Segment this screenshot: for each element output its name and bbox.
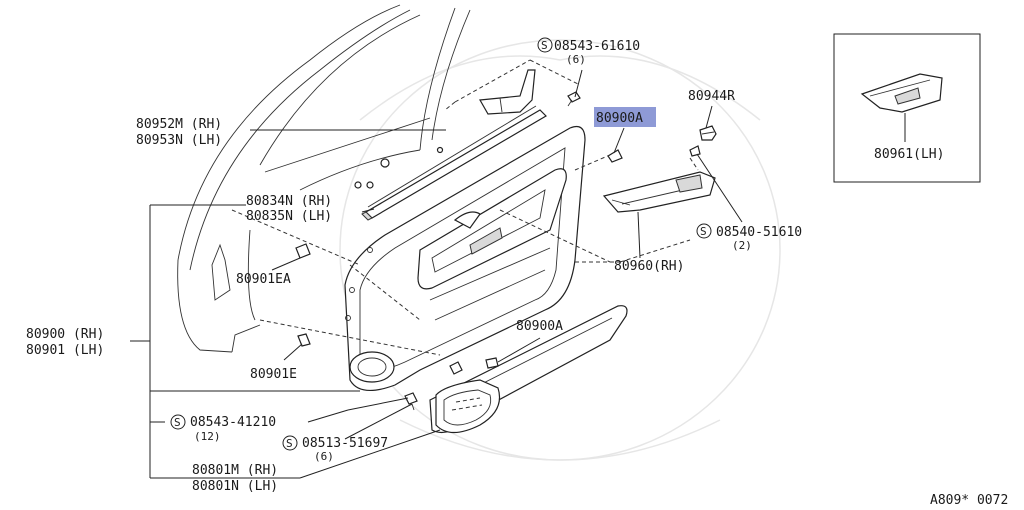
qty-08540-51610: (2) — [732, 239, 752, 252]
door-frame-outline — [177, 4, 471, 353]
screws — [404, 91, 701, 411]
upper-bracket — [444, 59, 581, 115]
watermark — [339, 39, 781, 461]
leader-lines — [130, 69, 906, 479]
label-80801m[interactable]: 80801M (RH) — [192, 463, 278, 478]
door-molding-strip — [361, 105, 547, 221]
label-80801n[interactable]: 80801N (LH) — [192, 479, 278, 494]
inset-switch-bezel-lh — [860, 73, 943, 113]
door-trim-panel — [344, 125, 586, 391]
trim-clips — [295, 243, 311, 347]
qty-08543-61610: (6) — [566, 53, 586, 66]
s-symbol-4: S — [286, 437, 293, 450]
label-08540-51610[interactable]: 08540-51610 — [716, 225, 802, 240]
s-symbol-3: S — [174, 416, 181, 429]
label-80835n[interactable]: 80835N (LH) — [246, 209, 332, 224]
lower-trim-strip — [429, 305, 628, 434]
assembly-guide-lines — [231, 154, 699, 356]
label-80944r[interactable]: 80944R — [688, 89, 735, 104]
s-symbol-2: S — [700, 225, 707, 238]
label-80900a-bottom[interactable]: 80900A — [516, 319, 563, 334]
qty-08513-51697: (6) — [314, 450, 334, 463]
label-80834n[interactable]: 80834N (RH) — [246, 194, 332, 209]
inset-box — [833, 33, 981, 183]
label-08513-51697[interactable]: 08513-51697 — [302, 436, 388, 451]
molding-clips — [354, 146, 444, 189]
label-80961[interactable]: 80961(LH) — [874, 147, 944, 162]
label-80901[interactable]: 80901 (LH) — [26, 343, 104, 358]
s-symbol-1: S — [541, 39, 548, 52]
label-80960[interactable]: 80960(RH) — [614, 259, 684, 274]
diagram-code: A809* 0072 — [930, 493, 1008, 508]
qty-08543-41210: (12) — [194, 430, 221, 443]
clip-80944r — [699, 125, 717, 141]
label-08543-41210[interactable]: 08543-41210 — [190, 415, 276, 430]
selected-part-highlight[interactable] — [594, 107, 656, 127]
label-80901e[interactable]: 80901E — [250, 367, 297, 382]
power-window-switch-bezel — [602, 171, 716, 213]
label-80900a-top[interactable]: 80900A — [596, 111, 643, 126]
label-80900[interactable]: 80900 (RH) — [26, 327, 104, 342]
label-80953n[interactable]: 80953N (LH) — [136, 133, 222, 148]
s-symbol-circles — [170, 37, 712, 451]
label-80901ea[interactable]: 80901EA — [236, 272, 291, 287]
label-80952m[interactable]: 80952M (RH) — [136, 117, 222, 132]
label-08543-61610[interactable]: 08543-61610 — [554, 39, 640, 54]
